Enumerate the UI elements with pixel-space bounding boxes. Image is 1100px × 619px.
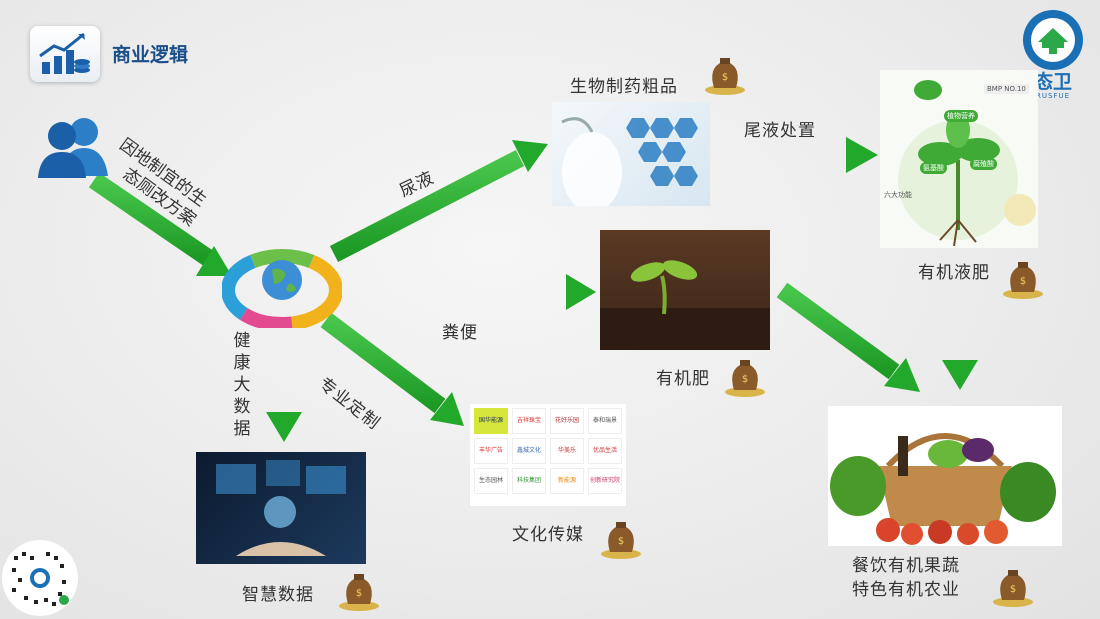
organic-liquid-image: BMP NO.10 六大功能 氨基酸 腐殖酸 植物营养: [880, 70, 1038, 248]
health-char: 大: [233, 375, 251, 395]
svg-text:$: $: [1020, 276, 1026, 287]
arrow-biopharma-to-liquid: [716, 137, 878, 173]
smart-data-image: [196, 452, 366, 564]
catering-label-line2: 特色有机农业: [852, 580, 960, 600]
feces-label: 粪便: [442, 323, 478, 343]
media-logo: 花好乐园: [550, 408, 584, 434]
smart-data-label: 智慧数据: [242, 585, 314, 605]
biopharma-image: [552, 102, 710, 206]
media-logo: 生态园林: [474, 468, 508, 494]
media-logo: 优品生活: [588, 438, 622, 464]
arrow-user-to-hub: [88, 172, 232, 276]
media-logo: 吉祥珠宝: [512, 408, 546, 434]
svg-text:$: $: [1010, 584, 1016, 595]
svg-text:$: $: [742, 374, 748, 385]
chart-growth-icon: [30, 26, 100, 82]
media-logo: 创新研究院: [588, 468, 622, 494]
user-group-icon: [34, 112, 112, 178]
money-bag-icon: $: [725, 360, 765, 397]
money-bag-icon: $: [1003, 262, 1043, 299]
culture-media-label: 文化传媒: [512, 525, 584, 545]
organic-fertilizer-image: [600, 230, 770, 350]
arrow-fertilizer-to-veg: [776, 282, 920, 392]
fertilizer-tag: 植物营养: [944, 110, 978, 122]
organic-fertilizer-label: 有机肥: [656, 369, 710, 389]
fertilizer-side-title: 六大功能: [884, 191, 912, 199]
arrow-hub-to-smartdata: [266, 334, 302, 442]
money-bag-icon: $: [705, 58, 745, 95]
organic-liquid-label: 有机液肥: [918, 263, 990, 283]
arrow-hub-to-biopharma: [329, 140, 548, 262]
arrow-hub-to-fertilizer: [342, 274, 596, 310]
brand-name-en: RUSFUE: [1035, 92, 1070, 100]
media-logo: 新能源: [550, 468, 584, 494]
catering-label: 餐饮有机果蔬 特色有机农业: [852, 554, 960, 602]
money-bag-icon: $: [339, 574, 379, 611]
arrow-liquid-to-veg: [942, 300, 978, 390]
health-char: 据: [233, 419, 251, 439]
media-logo: 丰华广告: [474, 438, 508, 464]
fertilizer-tag: 氨基酸: [920, 162, 947, 174]
money-bag-icon: $: [993, 570, 1033, 607]
fertilizer-badge: BMP NO.10: [984, 84, 1029, 94]
health-char: 健: [233, 331, 251, 351]
media-logo: 华美乐: [550, 438, 584, 464]
media-logo: 国华能源: [474, 408, 508, 434]
brand-name-cn: 态卫: [1033, 71, 1072, 93]
arrow-hub-to-media: [320, 312, 464, 426]
health-char: 数: [233, 397, 251, 417]
svg-text:$: $: [722, 72, 728, 83]
health-data-label: 健 康 大 数 据: [232, 330, 252, 440]
health-char: 康: [233, 353, 251, 373]
media-logo: 泰和瑞景: [588, 408, 622, 434]
hub-globe-ring-icon: [222, 240, 342, 328]
media-logo: 鑫城文化: [512, 438, 546, 464]
page-title: 商业逻辑: [112, 44, 189, 66]
svg-text:$: $: [618, 536, 624, 547]
media-logo-grid: 国华能源 吉祥珠宝 花好乐园 泰和瑞景 丰华广告 鑫城文化 华美乐 优品生活 生…: [470, 404, 626, 498]
brand-logo: 态卫 RUSFUE: [1018, 8, 1088, 104]
biopharma-label: 生物制药粗品: [570, 77, 678, 97]
qr-code-icon[interactable]: [0, 538, 80, 618]
money-bag-icon: $: [601, 522, 641, 559]
media-logo: 科技集团: [512, 468, 546, 494]
svg-text:$: $: [356, 588, 362, 599]
culture-media-image: 国华能源 吉祥珠宝 花好乐园 泰和瑞景 丰华广告 鑫城文化 华美乐 优品生活 生…: [470, 404, 626, 506]
waste-liquid-label: 尾液处置: [744, 121, 816, 141]
fertilizer-tag: 腐殖酸: [970, 158, 997, 170]
vegetable-basket-image: [828, 406, 1062, 546]
catering-label-line1: 餐饮有机果蔬: [852, 556, 960, 576]
